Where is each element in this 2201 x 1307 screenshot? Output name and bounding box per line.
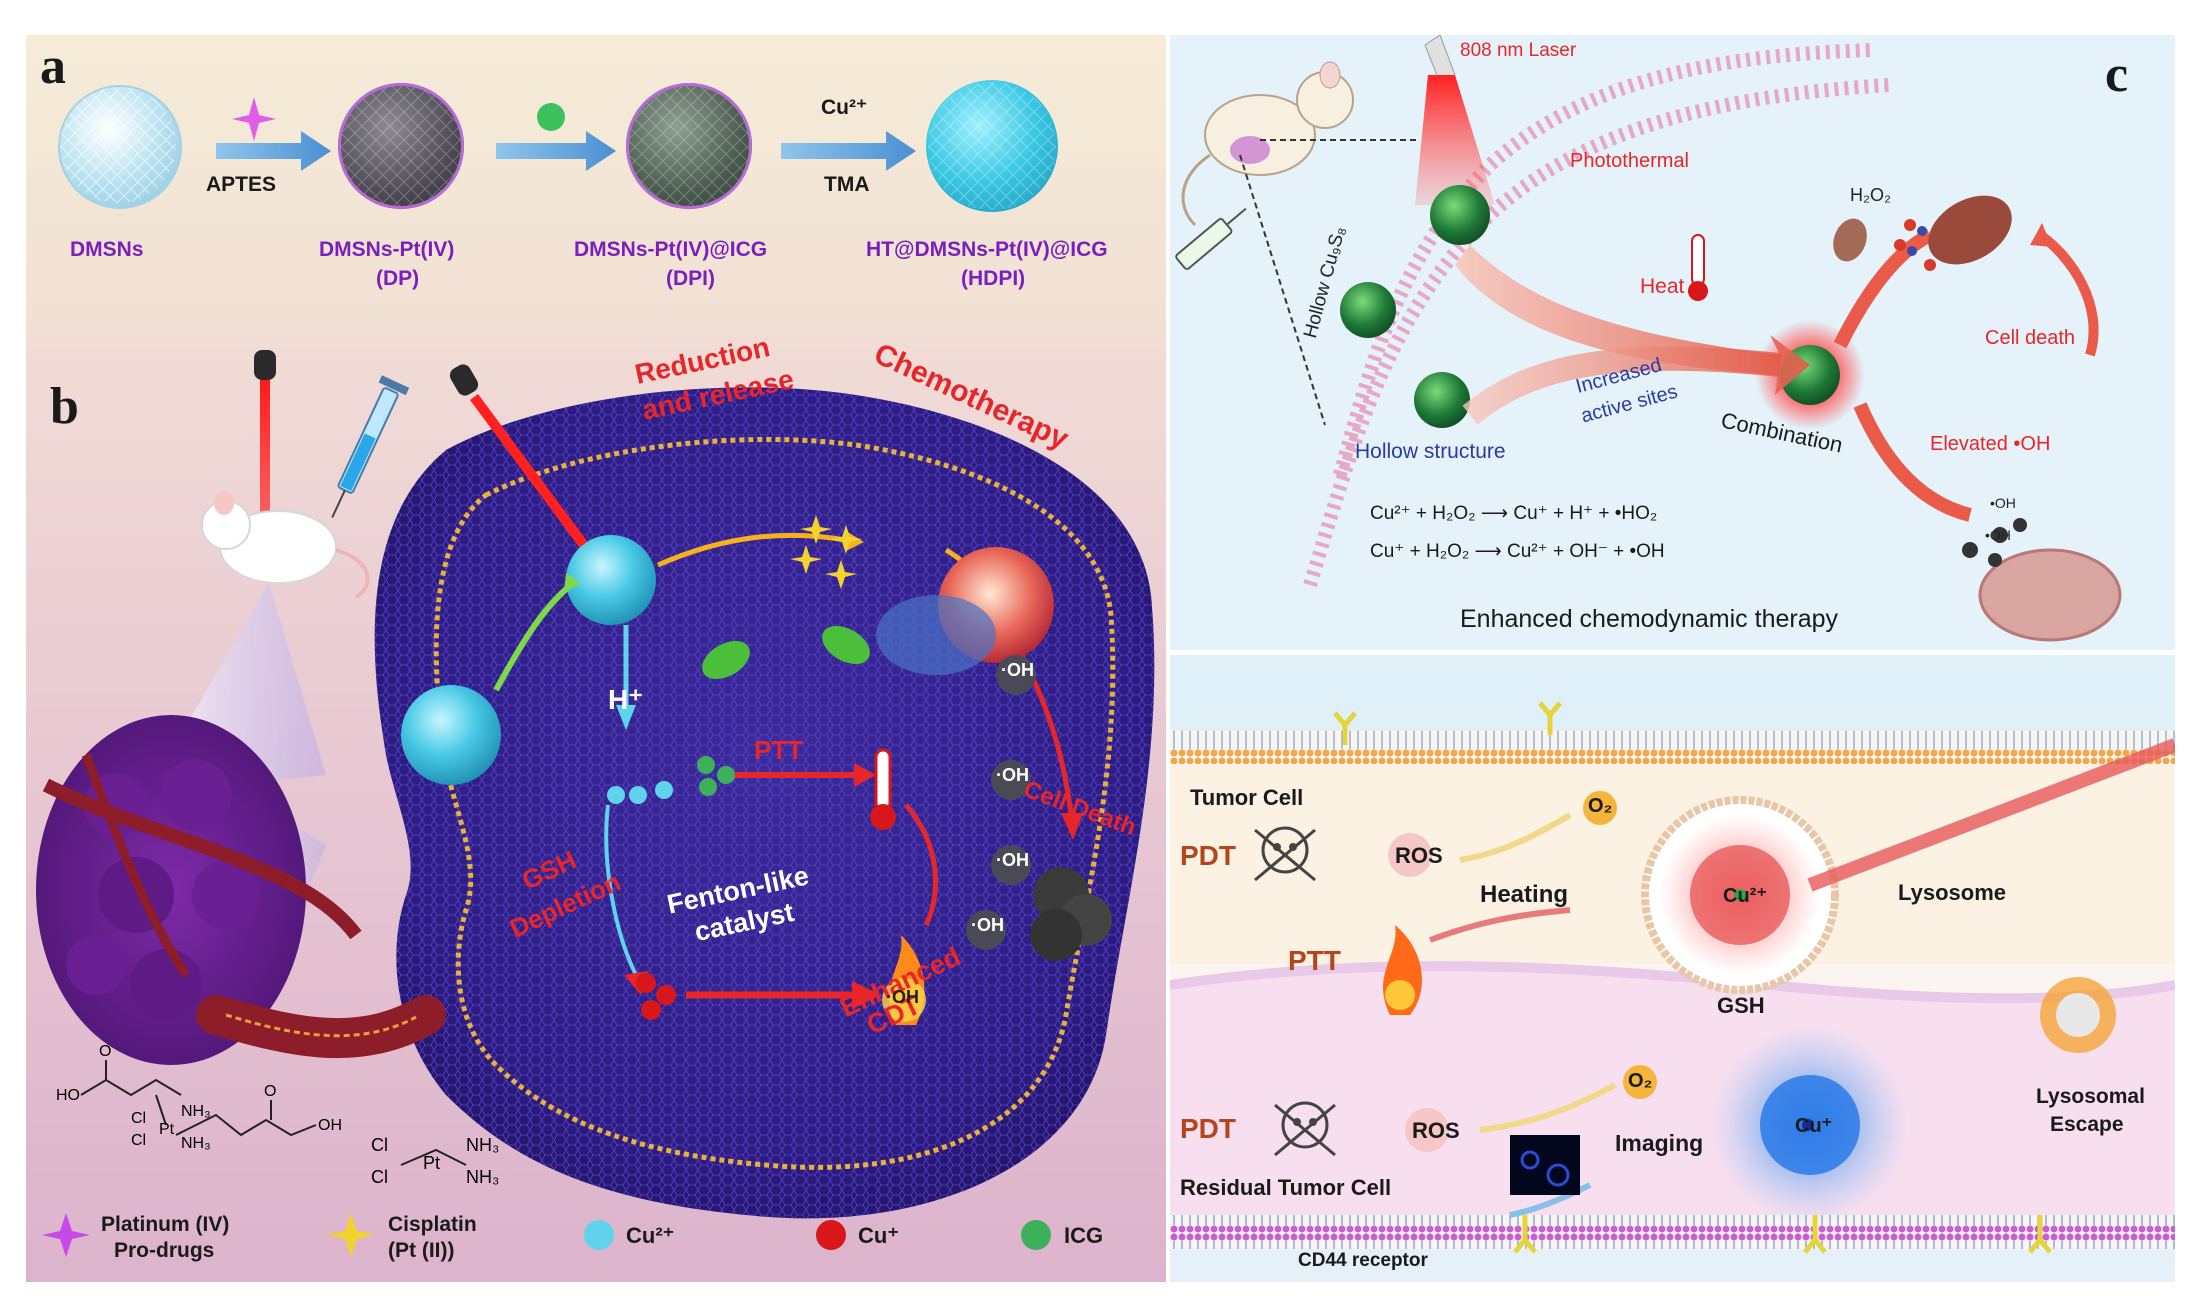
struct-ho: HO	[56, 1087, 80, 1104]
label-cell-death-c: Cell death	[1985, 327, 2076, 349]
struct-nh3-2: NH₃	[181, 1135, 211, 1152]
label-ptt: PTT	[754, 735, 804, 765]
label-o2-1: O₂	[1588, 795, 1613, 817]
label-pdt-1: PDT	[1180, 840, 1236, 871]
label-heating: Heating	[1480, 881, 1569, 908]
struct-cl-3: Cl	[371, 1135, 388, 1155]
legend-label-cisplatin: Cisplatin	[388, 1213, 477, 1236]
panel-b: b	[26, 335, 1166, 1282]
oh-label-3: ·OH	[996, 850, 1029, 870]
label-heat: Heat	[1640, 275, 1685, 298]
panel-b-illustration	[36, 350, 1155, 1219]
label-cd44: CD44 receptor	[1298, 1250, 1428, 1271]
label-808-laser: 808 nm Laser	[1460, 40, 1577, 61]
struct-nh3-3: NH₃	[466, 1135, 500, 1155]
panel-d: d	[1170, 655, 2175, 1282]
label-imaging: Imaging	[1615, 1130, 1704, 1156]
struct-oh: OH	[318, 1117, 342, 1134]
struct-cl-1: Cl	[131, 1110, 147, 1127]
reagent-cu: Cu²⁺	[821, 96, 868, 119]
legend-symbols	[42, 1213, 1051, 1257]
legend-label-icg: ICG	[1064, 1223, 1104, 1248]
legend-label-cu2: Cu²⁺	[626, 1223, 675, 1248]
product-name-dpi: DMSNs-Pt(IV)@ICG	[574, 238, 768, 261]
oh-label-c-1: •OH	[1990, 495, 2016, 511]
struct-cl-4: Cl	[371, 1167, 388, 1187]
legend-label-cu1: Cu⁺	[858, 1223, 899, 1248]
label-tumor-cell: Tumor Cell	[1190, 785, 1304, 810]
label-ptt-d: PTT	[1288, 945, 1341, 976]
oh-label-5: ·OH	[886, 987, 919, 1007]
label-elevated-oh: Elevated •OH	[1930, 433, 2051, 455]
legend-label-prodrugs: Pro-drugs	[114, 1239, 215, 1262]
label-lysosome: Lysosome	[1898, 880, 2007, 905]
label-ros-1: ROS	[1395, 843, 1443, 868]
label-cu2-d: Cu²⁺	[1723, 885, 1767, 907]
label-h2o2: H₂O₂	[1850, 185, 1891, 205]
panel-a-arrows	[60, 82, 1056, 210]
panel-letter-c: c	[2105, 46, 2129, 103]
oh-label-c-2: •OH	[1985, 527, 2011, 543]
struct-nh3-4: NH₃	[466, 1167, 500, 1187]
legend: Platinum (IV) Pro-drugs Cisplatin (Pt (I…	[26, 1203, 1166, 1273]
oh-label-1: ·OH	[1001, 660, 1034, 680]
product-name-dp: DMSNs-Pt(IV)	[319, 238, 455, 261]
reagent-tma: TMA	[824, 173, 870, 196]
product-abbr-hdpi: (HDPI)	[961, 267, 1026, 290]
panel-letter-b: b	[50, 378, 79, 435]
label-lysosomal-1: Lysosomal	[2036, 1085, 2145, 1108]
legend-label-pt2: (Pt (II))	[388, 1239, 455, 1262]
reagent-aptes: APTES	[206, 173, 277, 196]
panel-a: a APTES Cu²⁺ TMA DMSNs DMSNs-Pt(IV) (DP)…	[26, 35, 1166, 335]
label-gsh-d: GSH	[1717, 993, 1765, 1018]
label-cu1-d: Cu⁺	[1795, 1115, 1833, 1137]
label-o2-2: O₂	[1628, 1070, 1653, 1092]
label-hollow-structure: Hollow structure	[1355, 440, 1506, 463]
struct-cl-2: Cl	[131, 1132, 147, 1149]
equation-1: Cu²⁺ + H₂O₂ ⟶ Cu⁺ + H⁺ + •HO₂	[1370, 503, 1658, 524]
struct-pt: Pt	[159, 1121, 175, 1138]
panel-letter-a: a	[40, 38, 66, 95]
oh-label-4: ·OH	[971, 915, 1004, 935]
product-abbr-dp: (DP)	[376, 267, 420, 290]
struct-pt-2: Pt	[423, 1153, 441, 1173]
product-name-hdpi: HT@DMSNs-Pt(IV)@ICG	[866, 238, 1108, 261]
label-residual-tumor-cell: Residual Tumor Cell	[1180, 1175, 1392, 1200]
struct-o-bottom: O	[264, 1083, 277, 1100]
panel-c-illustration	[1175, 35, 2122, 642]
struct-o-top: O	[99, 1043, 112, 1060]
label-h-plus: H⁺	[608, 684, 643, 715]
product-name-dmsns: DMSNs	[70, 238, 144, 261]
label-pdt-2: PDT	[1180, 1113, 1236, 1144]
label-lysosomal-2: Escape	[2050, 1113, 2124, 1136]
equation-2: Cu⁺ + H₂O₂ ⟶ Cu²⁺ + OH⁻ + •OH	[1370, 541, 1665, 562]
label-ros-2: ROS	[1412, 1118, 1460, 1143]
legend-label-platinum: Platinum (IV)	[101, 1213, 230, 1236]
label-photothermal: Photothermal	[1570, 150, 1689, 172]
label-enhanced-cdt: Enhanced chemodynamic therapy	[1460, 605, 1839, 633]
oh-label-2: ·OH	[996, 765, 1029, 785]
product-abbr-dpi: (DPI)	[666, 267, 715, 290]
struct-nh3-1: NH₃	[181, 1103, 211, 1120]
panel-c: c	[1170, 35, 2175, 650]
panel-d-illustration	[1170, 655, 2175, 1282]
